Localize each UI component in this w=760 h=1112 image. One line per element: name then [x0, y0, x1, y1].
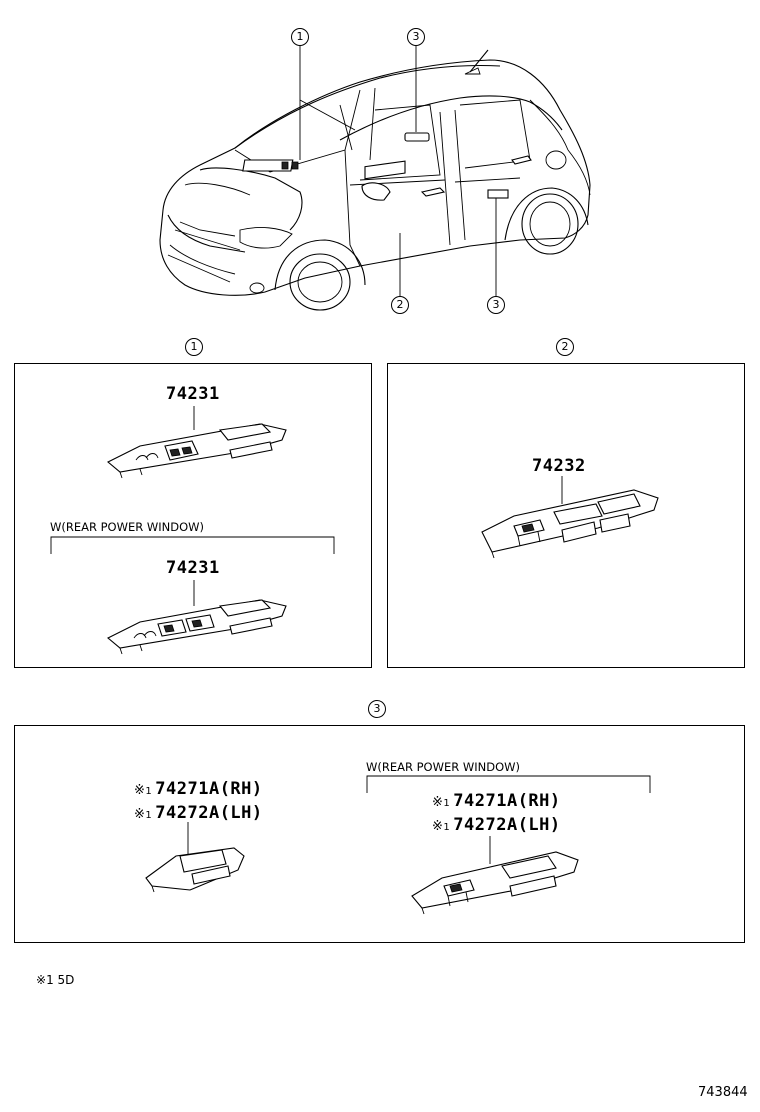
note-mark: ※ — [134, 783, 146, 798]
diagram-id: 743844 — [698, 1085, 748, 1100]
car-illustration — [159, 46, 591, 311]
panel-1-condition: W(REAR POWER WINDOW) — [50, 520, 205, 534]
panel-1-switch-a — [107, 406, 287, 479]
panel-1-switch-b — [107, 580, 287, 655]
part-number-74271a-rh: 74271A(RH) — [155, 779, 263, 799]
note-mark: ※ — [432, 819, 444, 834]
callout-1-top: 1 — [291, 28, 309, 46]
panel-3-right-switch — [411, 836, 579, 915]
panel-1-part-number-a: 74231 — [166, 384, 220, 404]
panel-3-left-switch — [145, 822, 245, 893]
panel-2-switch — [481, 476, 659, 559]
footnote-text: 1 5D — [46, 973, 75, 987]
callout-3-bottom: 3 — [487, 296, 505, 314]
panel-2 — [387, 363, 745, 668]
note-mark-number: 1 — [145, 786, 153, 797]
note-mark: ※ — [134, 807, 146, 822]
panel-2-part-number: 74232 — [532, 456, 586, 476]
panel-1-callout: 1 — [185, 338, 203, 356]
panel-1-part-number-b: 74231 — [166, 558, 220, 578]
panel-2-callout: 2 — [556, 338, 574, 356]
note-mark-number: 1 — [443, 822, 451, 833]
part-number-74271a-rh: 74271A(RH) — [453, 791, 561, 811]
note-mark-number: 1 — [145, 810, 153, 821]
part-number-74272a-lh: 74272A(LH) — [453, 815, 561, 835]
part-number-74272a-lh: 74272A(LH) — [155, 803, 263, 823]
footnote: ※1 5D — [36, 973, 74, 987]
panel-1 — [14, 363, 372, 668]
callout-3-top: 3 — [407, 28, 425, 46]
callout-2-bottom: 2 — [391, 296, 409, 314]
panel-1-condition-bracket — [50, 536, 335, 554]
panel-3 — [14, 725, 745, 943]
note-mark: ※ — [432, 795, 444, 810]
footnote-mark: ※ — [36, 973, 47, 987]
panel-3-condition-bracket — [366, 775, 651, 793]
note-mark-number: 1 — [443, 798, 451, 809]
panel-3-callout: 3 — [368, 700, 386, 718]
panel-3-condition: W(REAR POWER WINDOW) — [366, 760, 521, 774]
